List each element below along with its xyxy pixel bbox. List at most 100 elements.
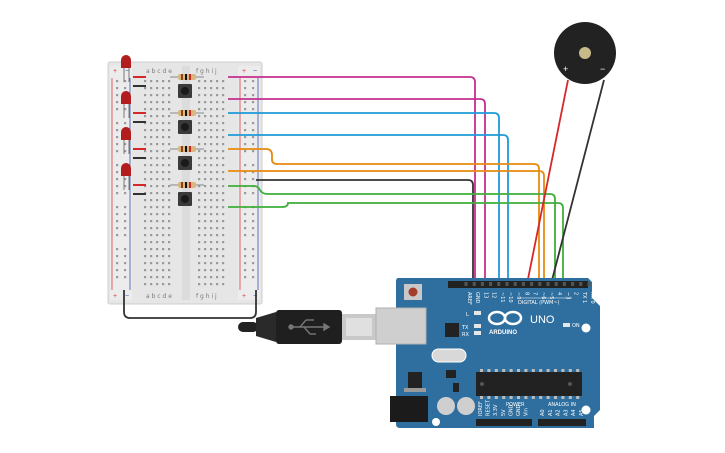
rail-hole — [116, 94, 119, 97]
breadboard-hole — [156, 262, 159, 265]
breadboard-hole — [162, 87, 165, 90]
breadboard-hole — [150, 171, 153, 174]
chip-leg — [480, 396, 483, 399]
breadboard-hole — [150, 262, 153, 265]
digital-pin-socket[interactable] — [546, 282, 550, 286]
rail-hole — [116, 150, 119, 153]
wire-magenta-1[interactable] — [228, 76, 476, 284]
wire-blue-2[interactable] — [228, 134, 509, 284]
breadboard-hole — [162, 101, 165, 104]
led-4[interactable] — [121, 163, 131, 190]
digital-pin-socket[interactable] — [554, 282, 558, 286]
wire-blue-1[interactable] — [228, 112, 500, 284]
breadboard-hole — [156, 129, 159, 132]
rail-hole — [244, 234, 247, 237]
resistor-1[interactable] — [170, 74, 204, 80]
breadboard-hole — [198, 192, 201, 195]
digital-pin-socket[interactable] — [521, 282, 525, 286]
breadboard-hole — [210, 262, 213, 265]
breadboard-hole — [144, 283, 147, 286]
digital-pin-socket[interactable] — [472, 282, 476, 286]
breadboard-hole — [144, 178, 147, 181]
breadboard-hole — [222, 227, 225, 230]
digital-pin-socket[interactable] — [562, 282, 566, 286]
breadboard-hole — [198, 115, 201, 118]
voltage-regulator — [408, 372, 422, 388]
wire-green-2[interactable] — [228, 202, 564, 284]
digital-pin-socket[interactable] — [464, 282, 468, 286]
breadboard-hole — [168, 199, 171, 202]
breadboard-hole — [210, 87, 213, 90]
resistor-3[interactable] — [170, 146, 204, 152]
breadboard-hole — [222, 241, 225, 244]
power-jack — [390, 396, 428, 422]
breadboard-hole — [144, 276, 147, 279]
breadboard-hole — [144, 269, 147, 272]
digital-pin-socket[interactable] — [497, 282, 501, 286]
breadboard-hole — [144, 129, 147, 132]
breadboard-hole — [204, 164, 207, 167]
breadboard-hole — [210, 94, 213, 97]
wire-orange-2[interactable] — [228, 170, 545, 284]
wire-orange-1[interactable] — [228, 148, 540, 284]
wire-red-buzzer[interactable] — [526, 79, 569, 285]
pushbutton-3[interactable] — [178, 156, 192, 170]
usb-cable[interactable] — [238, 310, 376, 344]
rail-hole — [124, 269, 127, 272]
pushbutton-1[interactable] — [178, 84, 192, 98]
chip-leg — [517, 369, 520, 372]
breadboard-hole — [204, 101, 207, 104]
breadboard-hole — [156, 136, 159, 139]
breadboard-hole — [216, 143, 219, 146]
wire-black-buzzer[interactable] — [550, 79, 605, 285]
digital-pin-socket[interactable] — [505, 282, 509, 286]
breadboard-hole — [156, 185, 159, 188]
led-2[interactable] — [121, 91, 131, 118]
rail-hole — [252, 178, 255, 181]
rail-hole — [252, 234, 255, 237]
wire-black-bottom[interactable] — [123, 290, 257, 319]
wire-green-1[interactable] — [228, 185, 556, 284]
digital-pin-label: ~6 — [540, 292, 546, 299]
piezo-buzzer[interactable]: + − — [554, 22, 616, 84]
resistors — [170, 74, 204, 188]
wire-black-gnd[interactable] — [256, 179, 474, 284]
breadboard-hole — [222, 199, 225, 202]
arduino-infinity-logo — [487, 310, 523, 326]
rail-hole — [116, 262, 119, 265]
breadboard-hole — [216, 220, 219, 223]
breadboard-hole — [210, 164, 213, 167]
rail-hole — [124, 80, 127, 83]
chip-leg — [539, 396, 543, 399]
digital-pin-socket[interactable] — [571, 282, 575, 286]
resistor-4[interactable] — [170, 182, 204, 188]
digital-pin-socket[interactable] — [579, 282, 583, 286]
breadboard-hole — [198, 262, 201, 265]
breadboard-hole — [198, 283, 201, 286]
rail-hole — [252, 136, 255, 139]
digital-pin-socket[interactable] — [489, 282, 493, 286]
wire-magenta-2[interactable] — [228, 98, 486, 284]
digital-pin-socket[interactable] — [513, 282, 517, 286]
breadboard-hole — [168, 87, 171, 90]
breadboard-hole — [162, 234, 165, 237]
breadboard-hole — [222, 164, 225, 167]
digital-label: DIGITAL (PWM~) — [518, 300, 560, 306]
led-1[interactable] — [121, 55, 131, 82]
breadboard-hole — [204, 199, 207, 202]
breadboard-hole — [156, 276, 159, 279]
reset-button[interactable] — [404, 284, 422, 300]
breadboard-hole — [162, 122, 165, 125]
digital-pin-socket[interactable] — [530, 282, 534, 286]
pushbutton-4[interactable] — [178, 192, 192, 206]
digital-pin-socket[interactable] — [480, 282, 484, 286]
resistor-2[interactable] — [170, 110, 204, 116]
pushbutton-2[interactable] — [178, 120, 192, 134]
digital-pin-socket[interactable] — [538, 282, 542, 286]
breadboard-hole — [210, 206, 213, 209]
breadboard-hole — [156, 206, 159, 209]
led-3[interactable] — [121, 127, 131, 154]
digital-pin-socket[interactable] — [587, 282, 591, 286]
breadboard-hole — [156, 171, 159, 174]
